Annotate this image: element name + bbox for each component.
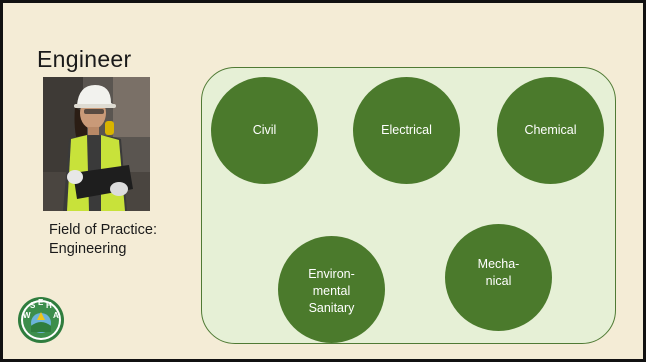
wseha-logo: W S E H A <box>17 296 65 344</box>
caption-line-2: Engineering <box>49 241 127 257</box>
field-chemical: Chemical <box>497 77 604 184</box>
logo-letter-s: S <box>30 301 36 310</box>
field-mechanical: Mecha- nical <box>445 224 552 331</box>
field-environmental-sanitary: Environ- mental Sanitary <box>278 236 385 343</box>
field-civil: Civil <box>211 77 318 184</box>
field-electrical: Electrical <box>353 77 460 184</box>
logo-letter-e: E <box>38 298 44 307</box>
engineer-photo <box>43 77 150 211</box>
slide-title: Engineer <box>37 46 132 72</box>
field-of-practice-caption: Field of Practice: Engineering <box>49 221 157 259</box>
logo-letter-w: W <box>23 311 31 320</box>
logo-letter-a: A <box>53 311 59 320</box>
logo-letter-h: H <box>46 301 52 310</box>
caption-line-1: Field of Practice: <box>49 222 157 238</box>
